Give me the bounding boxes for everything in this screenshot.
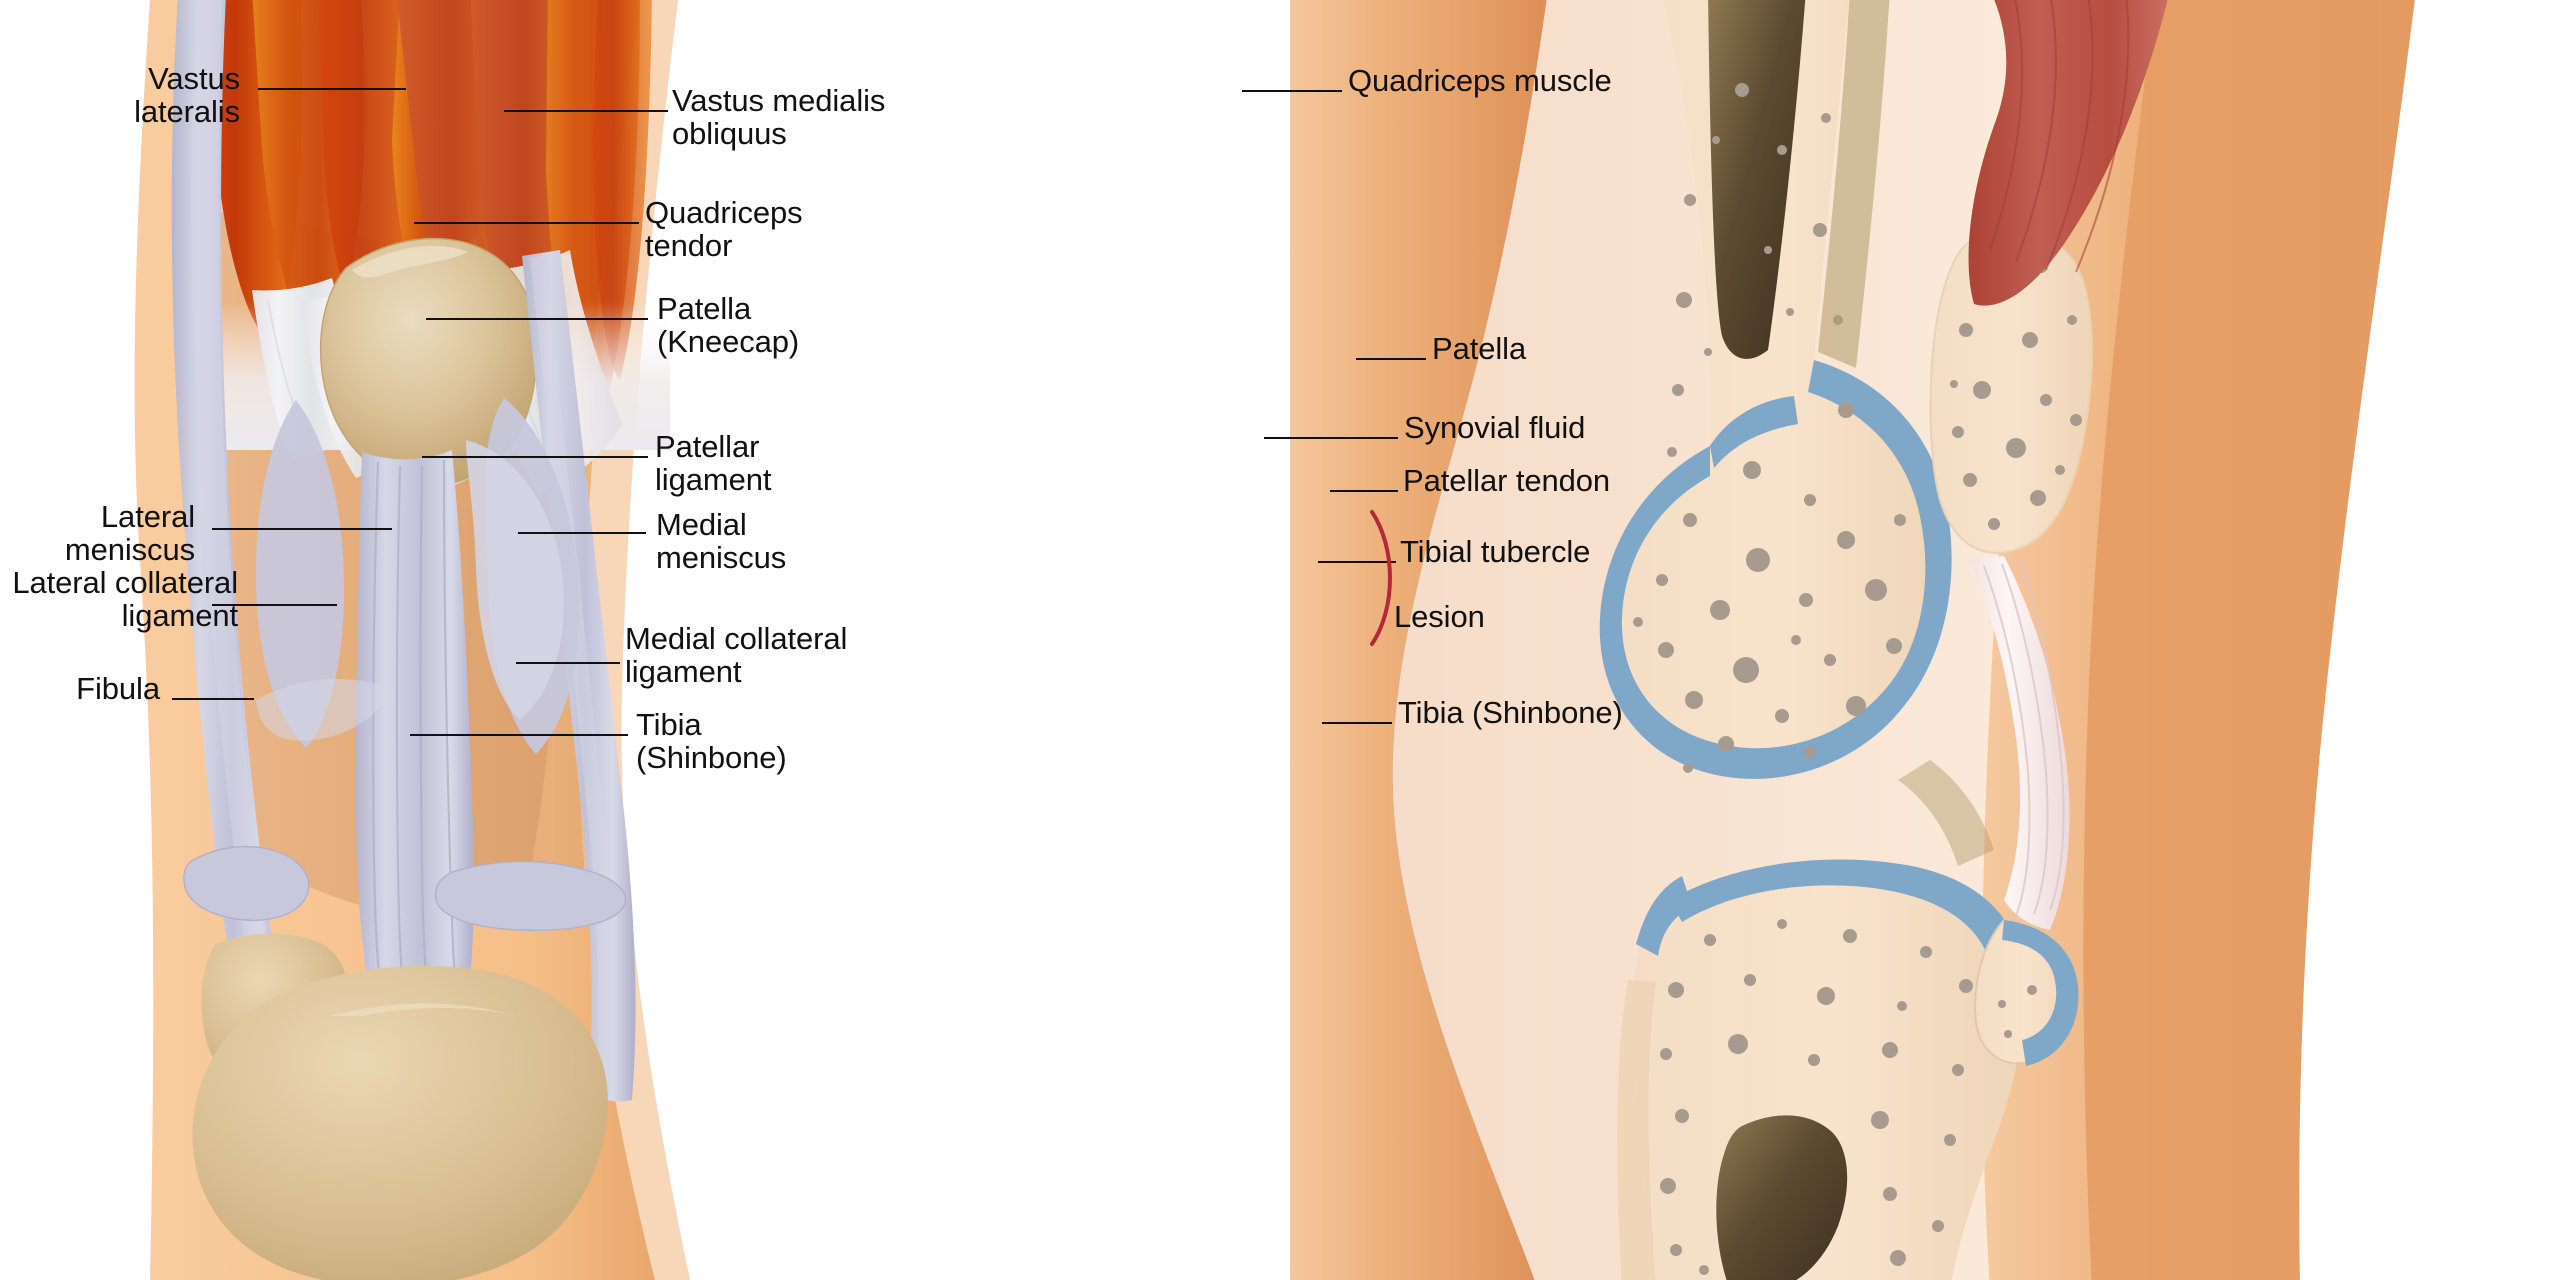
label-quadriceps-tendor: Quadriceps tendor [645, 195, 803, 264]
leader-quadriceps-muscle [1242, 90, 1342, 92]
label-fibula: Fibula [76, 671, 160, 706]
label-vastus-medialis-obliquus: Vastus medialis obliquus [672, 83, 886, 152]
lesion-bracket-arc [1370, 510, 1392, 646]
label-tibia-shinbone-sagittal: Tibia (Shinbone) [1398, 695, 1623, 730]
leader-tibia-shinbone-sagittal [1322, 722, 1392, 724]
leader-patella-kneecap [426, 318, 648, 320]
label-synovial-fluid: Synovial fluid [1404, 410, 1586, 445]
leader-synovial-fluid [1264, 437, 1398, 439]
label-patellar-tendon: Patellar tendon [1403, 463, 1611, 498]
leader-medial-collateral-ligament [516, 662, 620, 664]
leader-medial-meniscus [518, 532, 646, 534]
label-patellar-ligament: Patellar ligament [655, 429, 772, 498]
leader-fibula [172, 698, 254, 700]
label-patella-sagittal: Patella [1432, 331, 1527, 366]
label-lateral-collateral-ligament: Lateral collateral ligament [12, 565, 238, 634]
leader-tibia-shinbone-front [410, 734, 628, 736]
label-tibia-shinbone-front: Tibia (Shinbone) [636, 707, 787, 776]
leader-quadriceps-tendor [414, 222, 639, 224]
label-medial-meniscus: Medial meniscus [656, 507, 787, 576]
sagittal-knee-illustration [1290, 0, 2560, 1280]
leader-vastus-medialis-obliquus [504, 110, 668, 112]
leader-lateral-collateral-ligament [212, 604, 337, 606]
label-quadriceps-muscle: Quadriceps muscle [1348, 63, 1612, 98]
label-patella-kneecap: Patella (Kneecap) [657, 291, 800, 360]
leader-tibial-tubercle [1318, 561, 1396, 563]
label-lesion: Lesion [1394, 599, 1485, 634]
leader-patellar-tendon [1330, 490, 1398, 492]
leader-lateral-meniscus [212, 528, 392, 530]
label-lateral-meniscus: Lateral meniscus [64, 499, 195, 568]
leader-patellar-ligament [422, 456, 648, 458]
label-vastus-lateralis: Vastus lateralis [134, 61, 240, 130]
anterior-knee-illustration [134, 0, 690, 1280]
leader-vastus-lateralis [258, 88, 406, 90]
label-tibial-tubercle: Tibial tubercle [1400, 534, 1591, 569]
label-medial-collateral-ligament: Medial collateral ligament [625, 621, 848, 690]
leader-patella-sagittal [1356, 358, 1426, 360]
